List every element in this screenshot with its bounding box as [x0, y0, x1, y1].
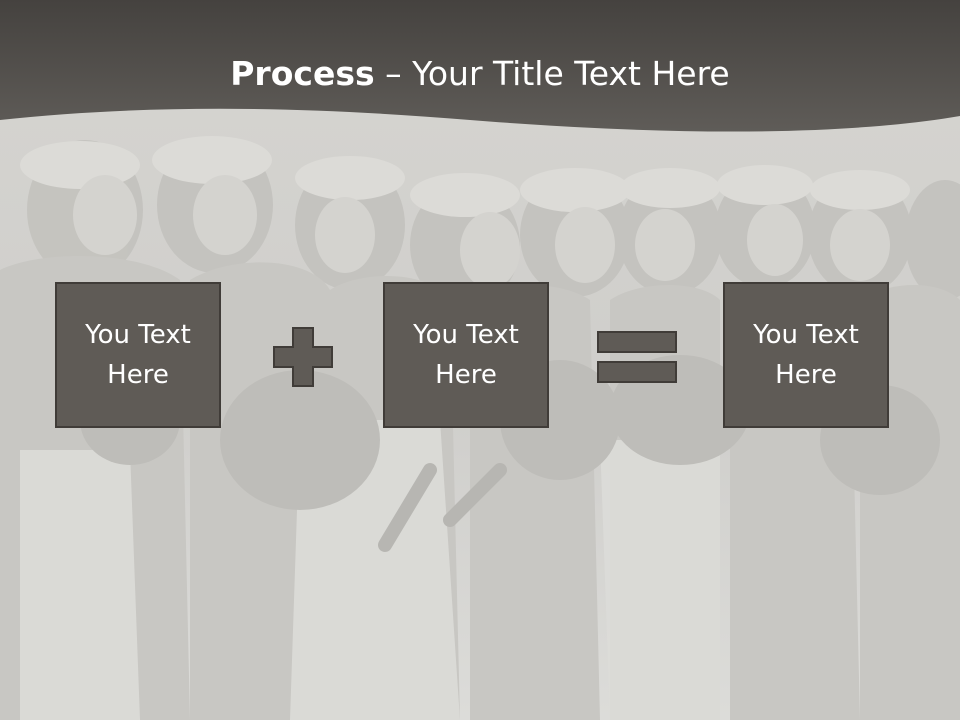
slide-title: Process – Your Title Text Here	[0, 52, 960, 96]
process-step-2-box[interactable]: You Text Here	[383, 282, 549, 428]
process-result-text: You Text Here	[753, 320, 859, 390]
title-rest: – Your Title Text Here	[374, 54, 730, 93]
header-band	[0, 0, 960, 132]
process-step-2-text: You Text Here	[413, 320, 519, 390]
process-result-box[interactable]: You Text Here	[723, 282, 889, 428]
title-bold: Process	[230, 54, 375, 93]
process-step-1-box[interactable]: You Text Here	[55, 282, 221, 428]
plus-icon	[273, 327, 333, 387]
equals-icon	[597, 331, 677, 383]
process-step-1-text: You Text Here	[85, 320, 191, 390]
